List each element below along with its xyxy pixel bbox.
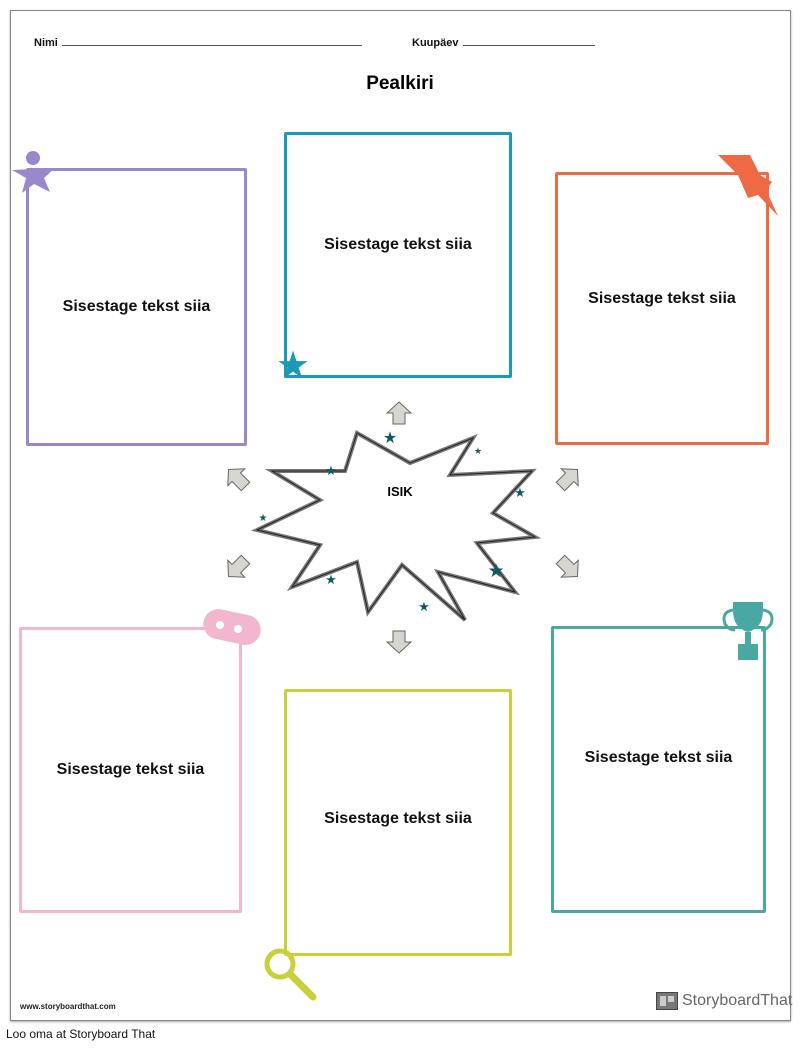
- arrow-down-icon: [385, 630, 413, 654]
- storyboardthat-logo: StoryboardThat: [656, 992, 792, 1010]
- text-box-4[interactable]: Sisestage tekst siia: [19, 627, 242, 913]
- center-label: ISIK: [387, 484, 413, 499]
- star-icon: ★: [276, 345, 310, 387]
- text-box-2[interactable]: Sisestage tekst siia: [284, 132, 512, 378]
- logo-icon: [656, 992, 678, 1010]
- star-icon: ★: [418, 599, 430, 614]
- star-icon: ★: [259, 513, 268, 524]
- arrow-up-left-icon: [227, 468, 251, 492]
- name-label: Nimi: [34, 37, 58, 49]
- starburst-shape: [251, 430, 542, 622]
- text-box-1[interactable]: Sisestage tekst siia: [26, 168, 247, 446]
- key-tag-icon: [203, 609, 261, 645]
- star-icon: ★: [487, 561, 504, 582]
- date-field[interactable]: [463, 45, 595, 46]
- star-icon: ★: [325, 572, 337, 587]
- text-box-6[interactable]: Sisestage tekst siia: [551, 626, 766, 913]
- worksheet-page: [10, 10, 791, 1021]
- star-icon: ★: [514, 485, 526, 500]
- arrow-up-right-icon: [555, 468, 579, 492]
- text-box-5[interactable]: Sisestage tekst siia: [284, 689, 512, 956]
- star-icon: ★: [383, 430, 397, 447]
- star-icon: ★: [474, 446, 482, 456]
- page-title: Pealkiri: [366, 73, 434, 94]
- small-stars: ★ ★ ★ ★ ★ ★ ★ ★: [259, 430, 526, 614]
- text-box-3[interactable]: Sisestage tekst siia: [555, 172, 769, 445]
- star-icon: ★: [325, 463, 337, 478]
- name-field[interactable]: [62, 45, 362, 46]
- footer-url[interactable]: www.storyboardthat.com: [20, 1002, 116, 1011]
- person-icon: [12, 151, 55, 193]
- footer-caption[interactable]: Loo oma at Storyboard That: [6, 1027, 156, 1041]
- arrow-up-icon: [385, 401, 413, 425]
- lightning-icon: [718, 155, 778, 216]
- arrow-down-right-icon: [555, 554, 579, 578]
- magnifier-icon: [264, 948, 317, 1001]
- trophy-icon: [722, 602, 774, 660]
- brand-name: StoryboardThat: [682, 992, 793, 1009]
- arrow-down-left-icon: [227, 554, 251, 578]
- date-label: Kuupäev: [412, 37, 459, 49]
